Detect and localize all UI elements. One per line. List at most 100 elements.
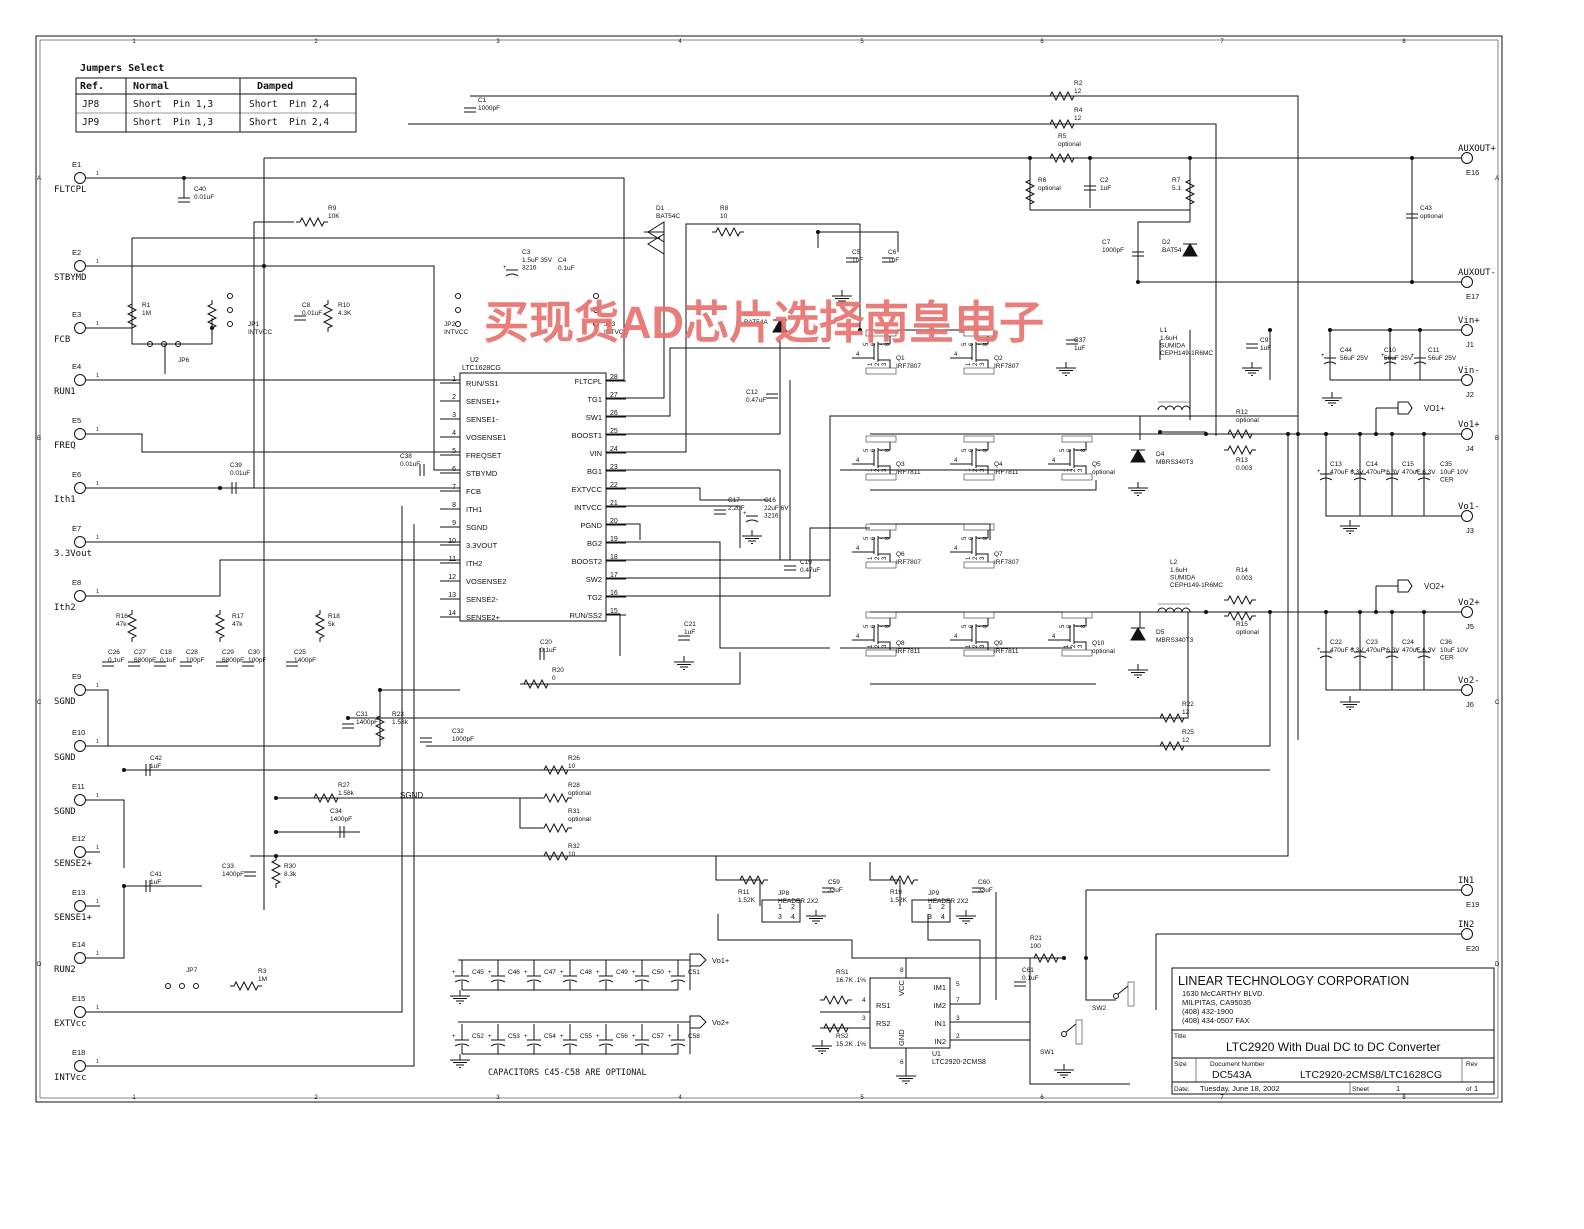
svg-text:5: 5 bbox=[864, 342, 870, 346]
part-value: BAT54C bbox=[656, 213, 680, 220]
junction-dot bbox=[1028, 156, 1032, 160]
part-ref: C40 bbox=[194, 186, 206, 193]
svg-text:4: 4 bbox=[1052, 634, 1056, 640]
diode-pair-icon bbox=[647, 221, 665, 255]
jumper-table-cell: JP9 bbox=[82, 117, 99, 128]
part-value: optional bbox=[1420, 213, 1443, 220]
u1-body bbox=[869, 977, 951, 1049]
terminal-ref: E12 bbox=[72, 834, 85, 843]
part-ref: R13 bbox=[1236, 457, 1248, 464]
svg-text:2: 2 bbox=[973, 644, 979, 648]
junction-dot bbox=[1324, 432, 1328, 436]
part-ref: C36 bbox=[1440, 639, 1452, 646]
part-ref: C24 bbox=[1402, 639, 1414, 646]
terminal-ref: E5 bbox=[72, 416, 81, 425]
polarized-capacitor-icon: + bbox=[743, 511, 759, 523]
part-value: 6800pF bbox=[134, 657, 156, 664]
ground-icon bbox=[1056, 362, 1076, 376]
grid-row-label: D bbox=[37, 962, 42, 968]
part-ref: C2 bbox=[1100, 177, 1109, 184]
size-caption: Size bbox=[1174, 1061, 1187, 1068]
part-value: 1M bbox=[258, 976, 267, 983]
u1-pin-name: IM2 bbox=[933, 1001, 946, 1010]
part-ref: C14 bbox=[1366, 461, 1378, 468]
part-ref: C41 bbox=[150, 871, 162, 878]
svg-text:+: + bbox=[632, 970, 636, 976]
svg-text:+: + bbox=[503, 265, 507, 271]
u1-pin-name: RS2 bbox=[876, 1019, 891, 1028]
u2-pin-number: 27 bbox=[610, 392, 618, 399]
part-ref: R27 bbox=[338, 782, 350, 789]
diode-icon bbox=[1130, 449, 1146, 463]
part-value: 1uF bbox=[1260, 345, 1271, 352]
terminal-pin: 1 bbox=[96, 481, 99, 487]
svg-text:2: 2 bbox=[1071, 644, 1077, 648]
jumper-icon bbox=[147, 341, 181, 347]
resistor-symbol bbox=[296, 216, 328, 228]
terminal-ref: E19 bbox=[1466, 900, 1479, 909]
optional-capacitor: +C54 bbox=[524, 1024, 556, 1054]
svg-text:7: 7 bbox=[976, 624, 982, 628]
part-ref: R17 bbox=[232, 613, 244, 620]
title-block: LINEAR TECHNOLOGY CORPORATION 1630 McCAR… bbox=[1171, 967, 1495, 1095]
junction-dot bbox=[210, 326, 214, 330]
terminal-ref: E17 bbox=[1466, 292, 1479, 301]
junction-dot bbox=[1204, 610, 1208, 614]
part-ref: R7 bbox=[1172, 177, 1181, 184]
part-value: 12 bbox=[1182, 709, 1190, 716]
grid-col-label: 8 bbox=[1402, 39, 1406, 45]
part-ref: C37 bbox=[1074, 337, 1086, 344]
part-value: 33uF bbox=[978, 887, 993, 894]
u2-pin-name: ITH1 bbox=[466, 505, 482, 514]
terminal-label: Vin- bbox=[1458, 366, 1480, 376]
net-label-sgnd: SGND bbox=[400, 791, 423, 800]
part-ref: C15 bbox=[1402, 461, 1414, 468]
part-ref: R3 bbox=[258, 968, 267, 975]
net-label-vo1: VO1+ bbox=[1397, 401, 1445, 415]
terminal-label: IN2 bbox=[1458, 920, 1474, 930]
svg-text:+: + bbox=[524, 1034, 528, 1040]
terminal-label: FLTCPL bbox=[54, 185, 87, 195]
u2-pin-number: 25 bbox=[610, 428, 618, 435]
ground-icon bbox=[812, 1040, 832, 1054]
terminal-ref: E8 bbox=[72, 578, 81, 587]
u2-ref: U2 bbox=[470, 357, 479, 364]
part-ref: C60 bbox=[978, 879, 990, 886]
terminal-label: STBYMD bbox=[54, 273, 87, 283]
part-value: INTVCC bbox=[604, 329, 629, 336]
terminal-pin: 1 bbox=[96, 1005, 99, 1011]
capacitor-symbol bbox=[154, 661, 166, 667]
part-value: 1400pF bbox=[356, 719, 378, 726]
part-value: 47k bbox=[116, 621, 127, 628]
u2-pin-name: SENSE2- bbox=[466, 595, 499, 604]
optional-capacitor: +C50 bbox=[632, 960, 664, 990]
polarized-capacitor-icon: + bbox=[1351, 469, 1367, 481]
part-value: 16.7K .1% bbox=[836, 977, 866, 984]
company-phone: (408) 432-1900 bbox=[1182, 1007, 1233, 1016]
jumper-table-header: Ref. bbox=[80, 81, 104, 92]
part-ref: C33 bbox=[222, 863, 234, 870]
part-value: optional bbox=[568, 790, 591, 797]
terminal-ref: E15 bbox=[72, 994, 85, 1003]
part-ref: C10 bbox=[1384, 347, 1396, 354]
svg-text:5: 5 bbox=[864, 448, 870, 452]
grid-col-label: 1 bbox=[132, 39, 136, 45]
part-ref: Q2 bbox=[994, 355, 1003, 362]
part-ref: Q8 bbox=[896, 640, 905, 647]
